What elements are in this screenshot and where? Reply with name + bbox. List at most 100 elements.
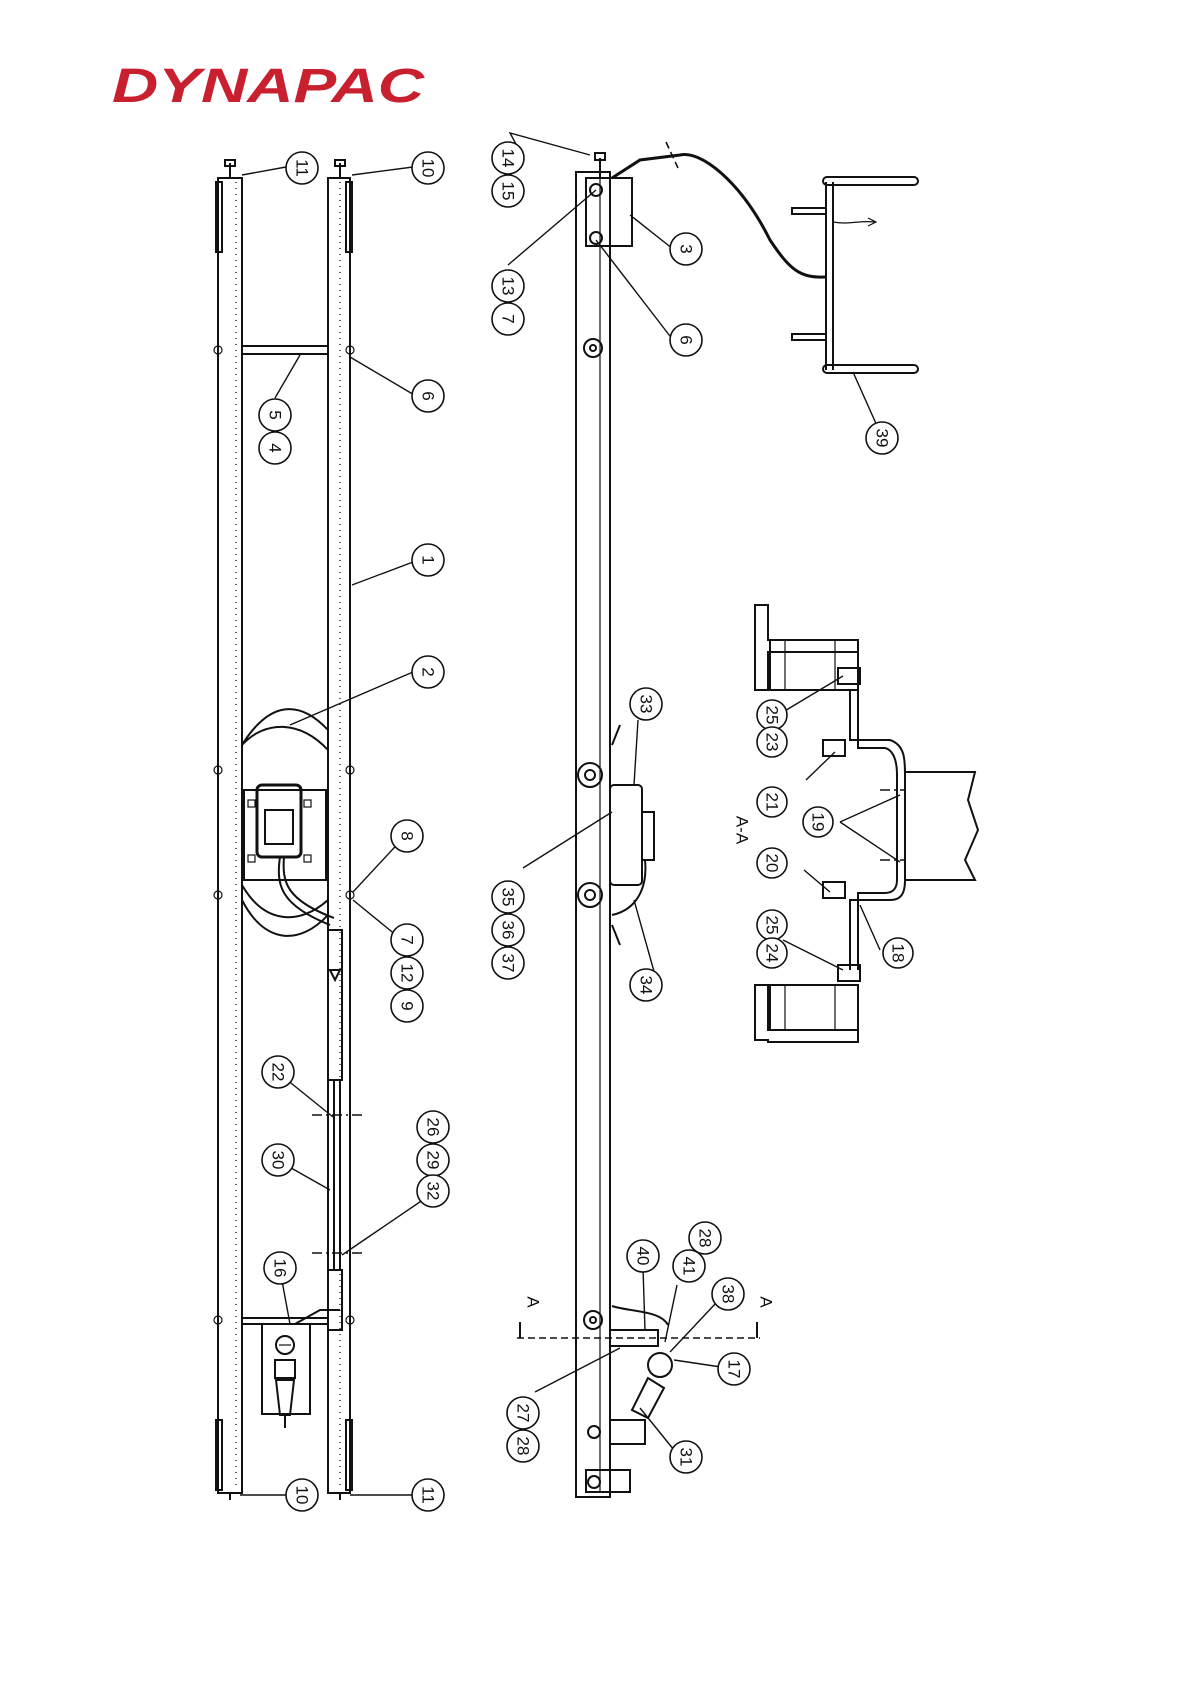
svg-text:14: 14 [499,149,518,168]
balloon-28-bottom: 28 [507,1430,539,1462]
balloon-7-mid: 7 [492,303,524,335]
balloon-20: 20 [757,848,787,878]
balloon-6-mid: 6 [670,324,702,356]
balloon-40: 40 [627,1240,659,1272]
balloon-34: 34 [630,969,662,1001]
svg-text:31: 31 [677,1448,696,1467]
balloon-13: 13 [492,270,524,302]
svg-text:2: 2 [419,667,438,676]
svg-text:7: 7 [398,935,417,944]
svg-text:25: 25 [763,706,782,725]
svg-text:11: 11 [419,1486,438,1504]
balloon-12: 12 [391,957,423,989]
balloon-1: 1 [412,544,444,576]
balloon-5: 5 [259,399,291,431]
svg-text:6: 6 [419,391,438,400]
balloon-31: 31 [670,1441,702,1473]
svg-text:22: 22 [269,1063,288,1082]
valve-ball [648,1353,672,1377]
svg-text:1: 1 [419,555,438,564]
balloon-10-bottom: 10 [286,1479,318,1511]
svg-text:6: 6 [677,335,696,344]
balloon-10-top: 10 [412,152,444,184]
balloon-8: 8 [391,820,423,852]
balloon-14: 14 [492,142,524,174]
switch-box [262,1324,310,1414]
svg-text:26: 26 [424,1118,443,1137]
part-balloons: 11 10 6 5 4 1 2 8 7 12 9 22 30 26 29 32 … [259,142,913,1511]
balloon-41: 41 [673,1250,705,1282]
svg-text:8: 8 [398,831,417,840]
balloon-38: 38 [712,1278,744,1310]
svg-text:40: 40 [634,1247,653,1266]
svg-text:38: 38 [719,1285,738,1304]
balloon-16: 16 [264,1252,296,1284]
svg-text:28: 28 [514,1437,533,1456]
balloon-6-left: 6 [412,380,444,412]
balloon-27: 27 [507,1397,539,1429]
svg-text:11: 11 [293,159,312,177]
svg-text:16: 16 [271,1259,290,1278]
control-hose [612,154,825,277]
balloon-25-bottom: 25 [757,910,787,940]
balloon-4: 4 [259,432,291,464]
svg-text:34: 34 [637,976,656,995]
svg-text:9: 9 [398,1001,417,1010]
balloon-37: 37 [492,947,524,979]
svg-text:3: 3 [677,244,696,253]
beam-stub-section [905,772,978,880]
balloon-19: 19 [803,807,833,837]
balloon-35: 35 [492,881,524,913]
frame-top-view [214,160,365,1500]
svg-text:10: 10 [293,1486,312,1505]
balloon-9: 9 [391,990,423,1022]
svg-text:19: 19 [809,813,828,832]
cross-bar-upper [242,346,328,354]
balloon-33: 33 [630,688,662,720]
balloon-32: 32 [417,1175,449,1207]
balloon-26: 26 [417,1111,449,1143]
main-beam [576,172,610,1497]
balloon-3: 3 [670,233,702,265]
balloon-24: 24 [757,938,787,968]
section-marker-bottom: A [757,1296,776,1308]
balloon-15: 15 [492,175,524,207]
svg-text:5: 5 [266,410,285,419]
svg-text:41: 41 [680,1257,699,1276]
svg-text:7: 7 [499,314,518,323]
vibrator-motor [257,785,301,857]
left-rail [218,178,242,1493]
balloon-23: 23 [757,727,787,757]
svg-text:29: 29 [424,1151,443,1170]
svg-text:21: 21 [763,793,782,812]
svg-text:36: 36 [499,921,518,940]
svg-text:25: 25 [763,916,782,935]
svg-text:28: 28 [696,1229,715,1248]
svg-text:39: 39 [873,429,892,448]
balloon-18: 18 [883,938,913,968]
svg-text:30: 30 [269,1151,288,1170]
hose-fitting [632,1378,664,1418]
svg-text:33: 33 [637,695,656,714]
svg-text:10: 10 [419,159,438,178]
svg-text:37: 37 [499,954,518,973]
section-a-a-view: A-A [733,605,979,1042]
balloon-25-top: 25 [757,700,787,730]
balloon-22: 22 [262,1056,294,1088]
svg-text:23: 23 [763,733,782,752]
balloon-21: 21 [757,787,787,817]
section-marker-top: A [524,1296,543,1308]
svg-text:18: 18 [889,944,908,963]
balloon-11-bottom: 11 [412,1479,444,1511]
balloon-7-left: 7 [391,924,423,956]
svg-text:17: 17 [725,1360,744,1379]
balloon-39: 39 [866,422,898,454]
balloon-11-top: 11 [286,152,318,184]
balloon-2: 2 [412,656,444,688]
svg-text:35: 35 [499,888,518,907]
svg-text:20: 20 [763,854,782,873]
svg-text:24: 24 [763,944,782,963]
balloon-28-top: 28 [689,1222,721,1254]
side-vibrator [610,785,642,885]
